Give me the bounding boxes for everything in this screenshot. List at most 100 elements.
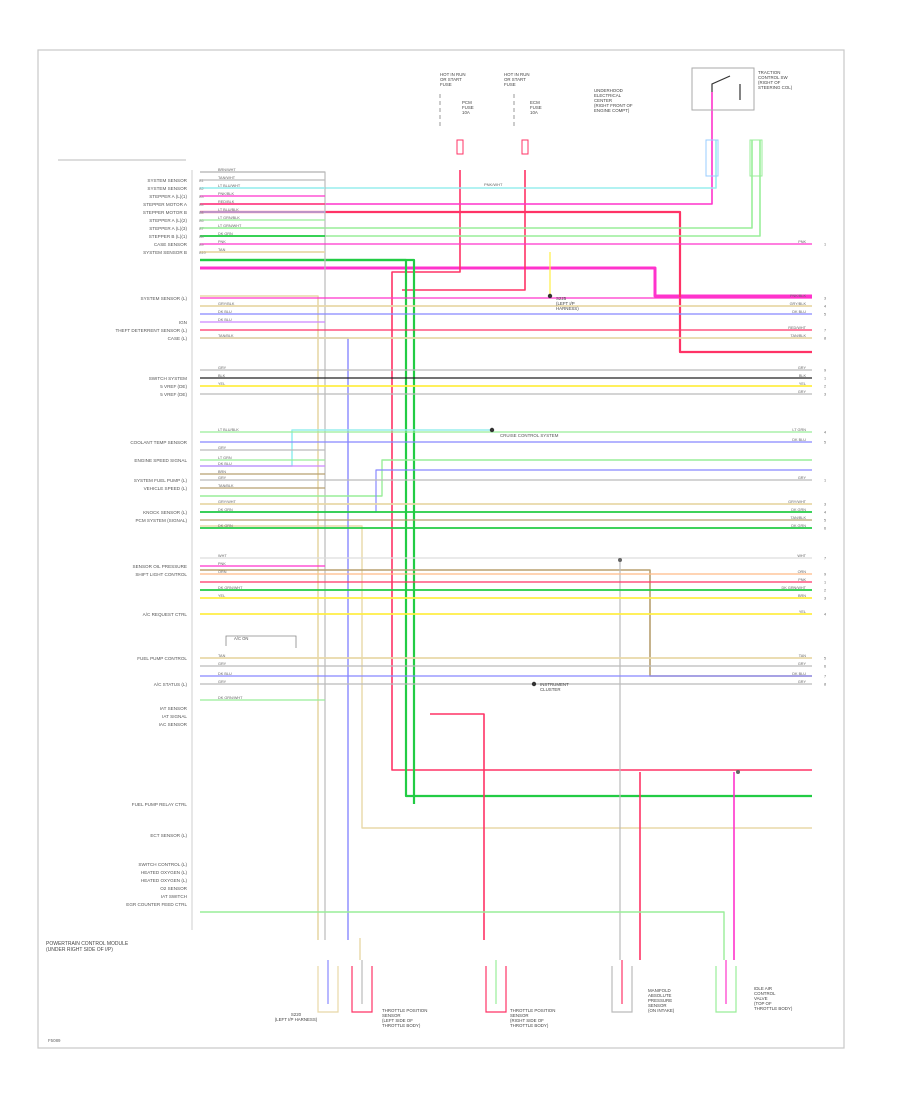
wire-color-label: GRY xyxy=(218,662,227,666)
connector-pin-number: 3 xyxy=(824,502,826,506)
connector-pin-number: 3 xyxy=(824,392,826,396)
wire-color-label: TAN xyxy=(218,248,226,252)
wire-color-label: DK GRN/WHT xyxy=(218,586,243,590)
connector-pin-number: 4 xyxy=(824,430,826,434)
fuse-icon xyxy=(521,139,529,155)
connector-pin-number: 9 xyxy=(824,368,826,372)
wire-color-label: TAN/BLK xyxy=(218,334,234,338)
pin-label: STEPPER A (L)(2) xyxy=(149,218,187,223)
switch-icon[interactable] xyxy=(711,75,741,100)
ac-note: A/C ON xyxy=(234,636,248,641)
wire-end-label: BLK xyxy=(799,374,807,378)
wire-color-label: DK BLU xyxy=(218,318,232,322)
pin-number: B2 xyxy=(199,187,204,191)
connector-pin-number: 1 xyxy=(824,242,826,246)
pin-label: ENGINE SPEED SIGNAL xyxy=(134,458,187,463)
wire-color-label: LT BLU/BLK xyxy=(218,208,239,212)
pin-label: O2 SENSOR xyxy=(160,886,187,891)
connector-pin-number: 8 xyxy=(824,336,826,340)
pin-label: EGR COUNTER FEED CTRL xyxy=(126,902,187,907)
pin-label: SYSTEM SENSOR xyxy=(147,186,187,191)
sensor-connector-icon xyxy=(317,966,339,1013)
pin-label: 5 VREF (DE) xyxy=(160,392,187,397)
wire-end-label: LT GRN xyxy=(792,428,806,432)
pin-label: A/C STATUS (L) xyxy=(154,682,188,687)
pin-label: 5 VREF (DE) xyxy=(160,384,187,389)
wire-route xyxy=(200,569,812,677)
connector-pin-number: 7 xyxy=(824,556,826,560)
pin-label: IAC SENSOR xyxy=(159,722,188,727)
fuse-icon xyxy=(456,139,464,155)
wire-route xyxy=(402,170,526,291)
pin-label: THEFT DETERRENT SENSOR (L) xyxy=(115,328,187,333)
wire-color-label: DK BLU xyxy=(218,310,232,314)
pin-number: B5 xyxy=(199,211,204,215)
wire-route xyxy=(200,92,713,205)
wire-color-label: LT BLU/BLK xyxy=(218,428,239,432)
wire-route xyxy=(391,170,812,771)
wire-color-label: GRY xyxy=(218,680,227,684)
wire-color-label: GRY xyxy=(218,366,227,370)
pin-label: STEPPER A (L)(3) xyxy=(149,226,187,231)
pin-label: STEPPER MOTOR A xyxy=(143,202,188,207)
wire-end-label: GRY/WHT xyxy=(788,500,807,504)
pin-label: PCM SYSTEM (SIGNAL) xyxy=(135,518,187,523)
pin-label: SYSTEM SENSOR (L) xyxy=(141,296,188,301)
pin-number: B10 xyxy=(199,251,206,255)
connector-pin-number: 7 xyxy=(824,674,826,678)
connector-pin-number: 7 xyxy=(824,328,826,332)
pin-label: CASE (L) xyxy=(168,336,188,341)
connector-pin-number: 1 xyxy=(824,478,826,482)
connector-pin-number: 5 xyxy=(824,656,826,660)
wire-color-label: GRY xyxy=(218,446,227,450)
wire-end-label: TAN xyxy=(799,654,807,658)
connector-pin-number: 5 xyxy=(824,440,826,444)
connector-icon xyxy=(749,139,763,177)
pin-label: COOLANT TEMP SENSOR xyxy=(130,440,187,445)
wire-color-label: DK GRN xyxy=(218,232,233,236)
wire-color-label: LT GRN/BLK xyxy=(218,216,240,220)
sensor-label: S220(LEFT I/P HARNESS) xyxy=(275,1012,318,1022)
wire-end-label: PNK/BLK xyxy=(790,294,807,298)
wire-color-label: PNK/BLK xyxy=(218,192,235,196)
ac-note-bracket xyxy=(225,635,297,648)
pin-label: IAT SIGNAL xyxy=(162,714,187,719)
connector-pin-number: 1 xyxy=(824,580,826,584)
pin-label: STEPPER B (L)(1) xyxy=(149,234,188,239)
pin-label: VEHICLE SPEED (L) xyxy=(144,486,188,491)
wire-end-label: BRN xyxy=(798,594,806,598)
connector-icon xyxy=(705,139,719,177)
wire-routes xyxy=(200,92,812,960)
wire-route xyxy=(200,911,725,960)
wire-end-label: TAN/BLK xyxy=(790,516,806,520)
wire-route xyxy=(200,459,812,497)
wire-end-label: TAN/BLK xyxy=(790,334,806,338)
wire-route xyxy=(200,266,812,298)
wire-route xyxy=(200,258,416,804)
connector-pin-number: 2 xyxy=(824,588,826,592)
wire-end-label: GRY/BLK xyxy=(790,302,807,306)
pin-label: SWITCH SYSTEM xyxy=(149,376,187,381)
pin-label: IAT SENSOR xyxy=(160,706,188,711)
pin-label: CASE SENSOR xyxy=(154,242,188,247)
pin-label: SWITCH CONTROL (L) xyxy=(138,862,187,867)
pin-number: B4 xyxy=(199,203,204,207)
pin-label: STEPPER A (L)(1) xyxy=(149,194,187,199)
pin-number: B7 xyxy=(199,227,204,231)
connector-pin-number: 8 xyxy=(824,682,826,686)
wire-color-label: TAN xyxy=(218,654,226,658)
wire-color-label: DK GRN/WHT xyxy=(218,696,243,700)
wire-end-label: GRY xyxy=(798,390,807,394)
connector-pin-number: 4 xyxy=(824,612,826,616)
wire-color-label: BRN xyxy=(218,470,226,474)
wire-color-label: PNK/WHT xyxy=(484,182,503,187)
